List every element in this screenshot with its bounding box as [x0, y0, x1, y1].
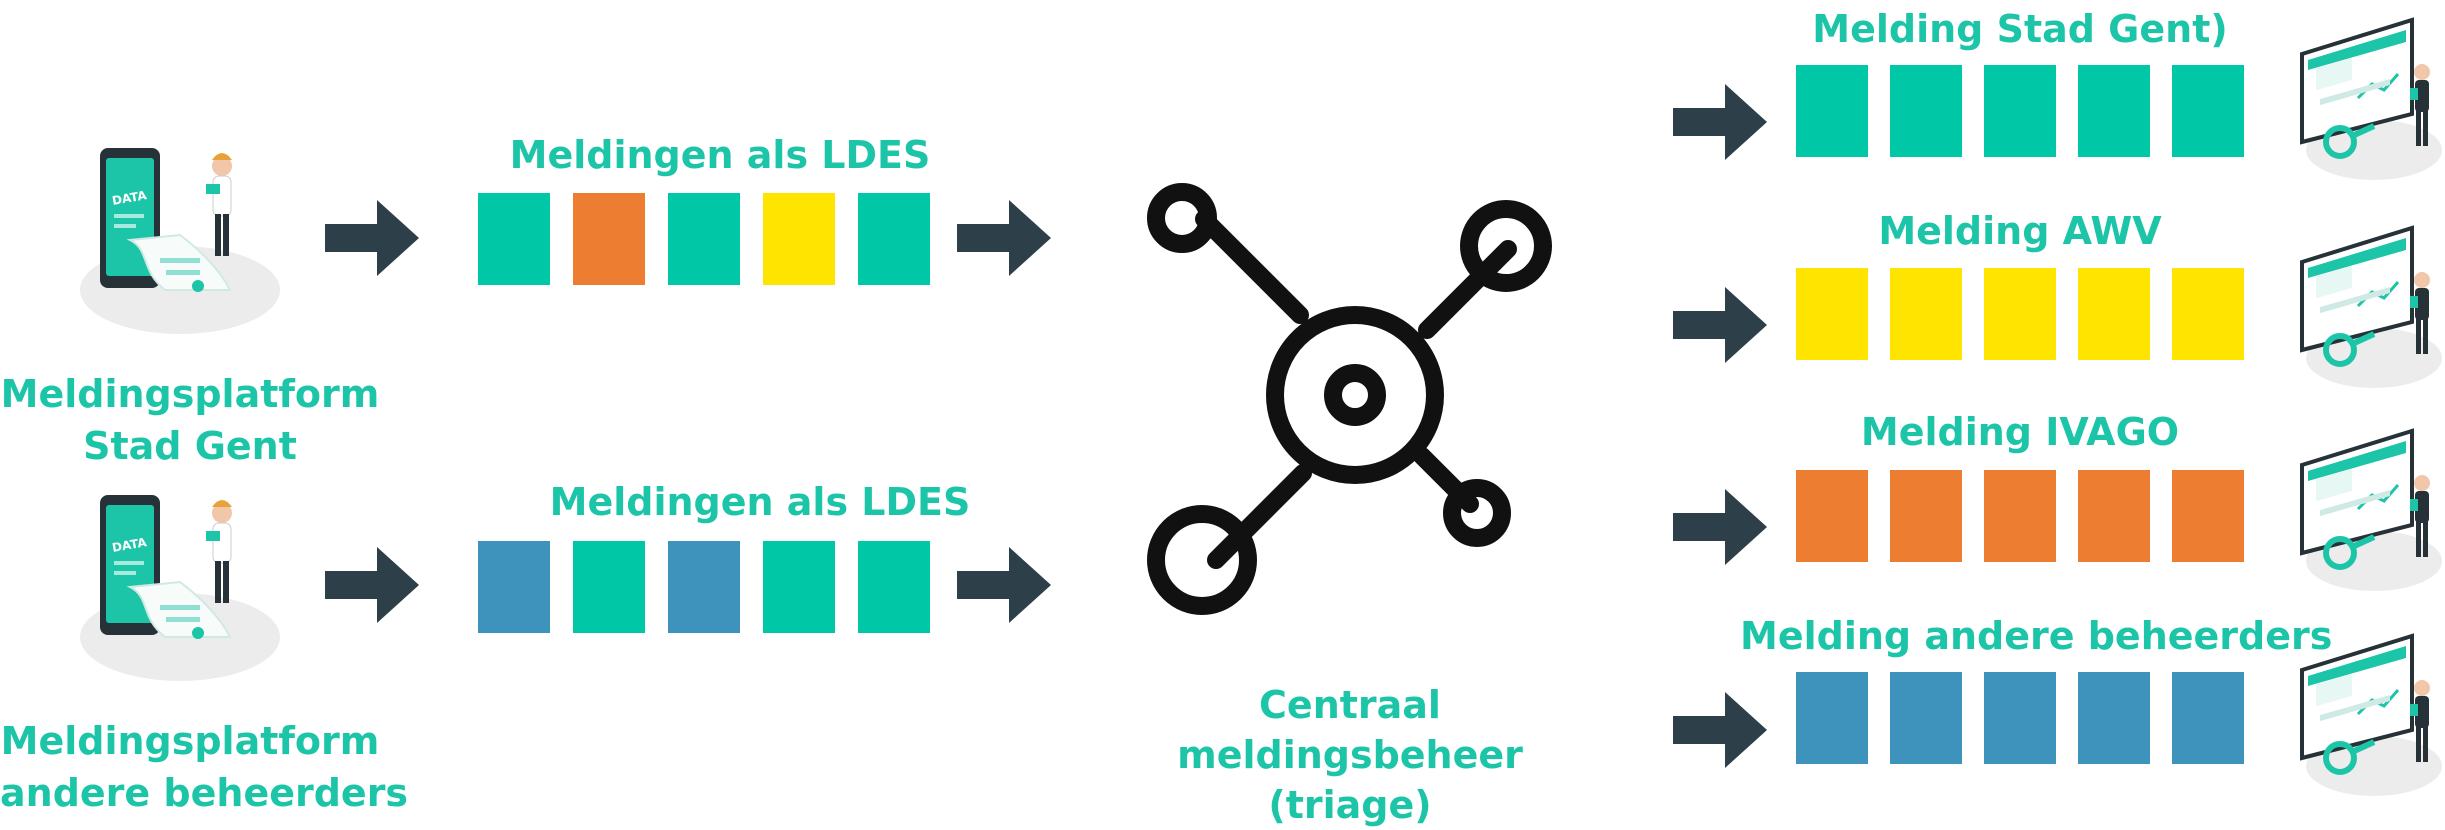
hub-label-line2: meldingsbeheer: [1177, 733, 1523, 777]
message-block-orange: [573, 193, 645, 285]
message-block-blue: [1984, 672, 2056, 764]
message-block-orange: [1796, 470, 1868, 562]
message-block-blue: [1890, 672, 1962, 764]
message-block-yellow: [1796, 268, 1868, 360]
arrow-right-icon: [325, 547, 419, 623]
message-block-teal: [2078, 65, 2150, 157]
message-block-teal: [1796, 65, 1868, 157]
message-block-orange: [2078, 470, 2150, 562]
message-block-yellow: [1984, 268, 2056, 360]
output-label-awv: Melding AWV: [1878, 209, 2162, 253]
hub-label: Centraal meldingsbeheer (triage): [1130, 680, 1570, 830]
arrow-right-icon: [325, 200, 419, 276]
message-block-teal: [858, 193, 930, 285]
message-block-teal: [858, 541, 930, 633]
stream-label-top: Meldingen als LDES: [509, 133, 931, 177]
message-block-blue: [1796, 672, 1868, 764]
arrow-right-icon: [1673, 489, 1767, 565]
hub-label-line1: Centraal: [1259, 683, 1441, 727]
message-block-blue: [478, 541, 550, 633]
message-block-yellow: [2172, 268, 2244, 360]
arrow-right-icon: [1673, 692, 1767, 768]
message-block-orange: [1890, 470, 1962, 562]
message-block-teal: [763, 541, 835, 633]
arrow-right-icon: [1673, 84, 1767, 160]
data-phone-person-illustration: DATA: [70, 487, 290, 691]
source-label-line1: Meldingsplatform: [0, 719, 380, 763]
message-block-orange: [1984, 470, 2056, 562]
message-block-teal: [478, 193, 550, 285]
svg-text:DATA: DATA: [111, 535, 148, 555]
message-block-teal: [573, 541, 645, 633]
stream-label-bottom: Meldingen als LDES: [549, 480, 971, 524]
arrow-right-icon: [957, 200, 1051, 276]
hub-label-line3: (triage): [1268, 783, 1432, 827]
arrow-right-icon: [957, 547, 1051, 623]
dashboard-person-illustration: [2282, 222, 2442, 396]
source-label-andere-beheerders: Meldingsplatform andere beheerders: [0, 715, 409, 819]
message-block-teal: [1890, 65, 1962, 157]
message-block-teal: [2172, 65, 2244, 157]
message-block-blue: [668, 541, 740, 633]
message-block-yellow: [2078, 268, 2150, 360]
message-block-yellow: [1890, 268, 1962, 360]
output-label-stad-gent: Melding Stad Gent): [1812, 7, 2228, 51]
data-phone-person-illustration: DATA: [70, 140, 290, 344]
output-label-andere-beheerders: Melding andere beheerders: [1740, 614, 2333, 658]
dashboard-person-illustration: [2282, 14, 2442, 188]
source-label-line2: Stad Gent: [83, 424, 297, 468]
dashboard-person-illustration: [2282, 630, 2442, 804]
message-block-blue: [2172, 672, 2244, 764]
message-block-yellow: [763, 193, 835, 285]
output-label-ivago: Melding IVAGO: [1860, 410, 2180, 454]
source-label-line2: andere beheerders: [0, 771, 409, 815]
dashboard-person-illustration: [2282, 425, 2442, 599]
network-hub-icon: [1147, 183, 1552, 615]
svg-text:DATA: DATA: [111, 188, 148, 208]
arrow-right-icon: [1673, 287, 1767, 363]
message-block-orange: [2172, 470, 2244, 562]
source-label-line1: Meldingsplatform: [0, 372, 380, 416]
source-label-stad-gent: Meldingsplatform Stad Gent: [0, 368, 380, 472]
message-block-blue: [2078, 672, 2150, 764]
message-block-teal: [668, 193, 740, 285]
message-block-teal: [1984, 65, 2056, 157]
